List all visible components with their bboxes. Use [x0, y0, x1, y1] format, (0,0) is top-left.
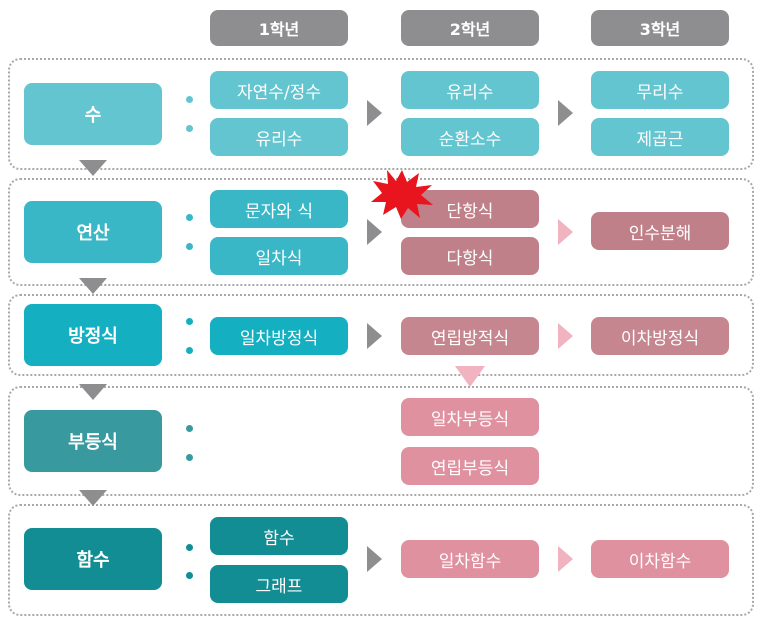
bullet-dot	[186, 125, 193, 132]
topic-linear-func: 일차함수	[401, 540, 539, 578]
topic-monomial: 단항식	[401, 190, 539, 228]
topic-linear-eq: 일차방정식	[210, 317, 348, 355]
band-number	[8, 58, 754, 170]
bullet-dot	[186, 347, 193, 354]
grade-header-3: 3학년	[591, 10, 729, 46]
category-equation: 방정식	[24, 304, 162, 366]
category-inequality: 부등식	[24, 410, 162, 472]
triangle-right-icon	[367, 100, 382, 126]
bullet-dot	[186, 318, 193, 325]
topic-rational-g1: 유리수	[210, 118, 348, 156]
triangle-down-icon	[79, 160, 107, 176]
topic-quadratic-eq: 이차방정식	[591, 317, 729, 355]
red-starburst-icon	[371, 170, 433, 219]
topic-square-root: 제곱근	[591, 118, 729, 156]
triangle-right-icon	[367, 323, 382, 349]
triangle-down-icon	[79, 490, 107, 506]
band-operation	[8, 178, 754, 286]
bullet-dot	[186, 243, 193, 250]
bullet-dot	[186, 96, 193, 103]
band-function	[8, 504, 754, 616]
bullet-dot	[186, 425, 193, 432]
topic-irrational: 무리수	[591, 71, 729, 109]
triangle-down-icon	[455, 366, 485, 387]
topic-function-g1: 함수	[210, 517, 348, 555]
bullet-dot	[186, 454, 193, 461]
category-function: 함수	[24, 528, 162, 590]
topic-natural-integer: 자연수/정수	[210, 71, 348, 109]
topic-graph: 그래프	[210, 565, 348, 603]
triangle-right-icon	[558, 100, 573, 126]
grade-header-1: 1학년	[210, 10, 348, 46]
category-operation: 연산	[24, 201, 162, 263]
topic-simultaneous-ineq: 연립부등식	[401, 447, 539, 485]
topic-linear-expr: 일차식	[210, 237, 348, 275]
topic-simultaneous-eq: 연립방적식	[401, 317, 539, 355]
topic-polynomial: 다항식	[401, 237, 539, 275]
bullet-dot	[186, 544, 193, 551]
band-equation	[8, 294, 754, 376]
topic-repeating-decimal: 순환소수	[401, 118, 539, 156]
topic-rational-g2: 유리수	[401, 71, 539, 109]
triangle-right-icon	[367, 219, 382, 245]
triangle-right-icon	[558, 546, 573, 572]
triangle-right-icon	[558, 219, 573, 245]
grade-header-2: 2학년	[401, 10, 539, 46]
topic-linear-ineq: 일차부등식	[401, 398, 539, 436]
triangle-down-icon	[79, 384, 107, 400]
band-inequality	[8, 386, 754, 496]
bullet-dot	[186, 572, 193, 579]
topic-factorization: 인수분해	[591, 212, 729, 250]
triangle-right-icon	[558, 323, 573, 349]
topic-expressions: 문자와 식	[210, 190, 348, 228]
topic-quadratic-func: 이차함수	[591, 540, 729, 578]
bullet-dot	[186, 214, 193, 221]
category-number: 수	[24, 83, 162, 145]
triangle-down-icon	[79, 278, 107, 294]
triangle-right-icon	[367, 546, 382, 572]
